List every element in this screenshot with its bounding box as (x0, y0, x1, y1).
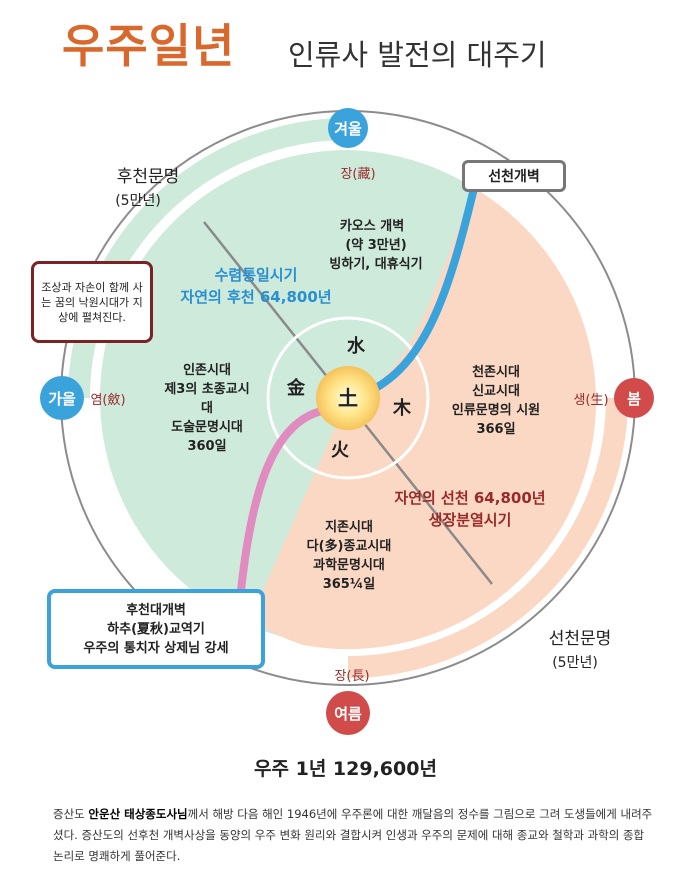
summer-badge (326, 691, 370, 735)
later-opening-callout: 후천대개벽 하추(夏秋)교역기 우주의 통치자 상제님 강세 (47, 589, 265, 669)
later-opening-line-2: 하추(夏秋)교역기 (107, 621, 205, 637)
phase-right: 생(生) (573, 393, 608, 408)
right-sector-line-2: 신교시대 (472, 384, 520, 399)
footer-desc-lead: 증산도 (53, 807, 89, 821)
later-heaven-sector (100, 150, 348, 637)
autumn-badge (40, 376, 84, 420)
winter-label: 겨울 (334, 120, 362, 138)
phase-left: 염(斂) (90, 392, 125, 408)
left-sector-line-1: 인존시대 (183, 362, 231, 378)
bottom-sector-line-4: 365¼일 (323, 577, 376, 592)
phase-bottom: 장(長) (334, 669, 369, 684)
cosmic-year-total: 우주 1년 129,600년 (254, 758, 437, 780)
later-opening-line-1: 후천대개벽 (126, 602, 186, 618)
bottom-sector-line-2: 다(多)종교시대 (307, 538, 392, 554)
chaos-line-3: 빙하기, 대휴식기 (329, 256, 422, 272)
element-wood: 木 (392, 397, 412, 419)
left-sector-line-2: 제3의 초종교시 (164, 381, 249, 397)
footer-description: 증산도 안운산 태상종도사님께서 해방 다음 해인 1946년에 우주론에 대한… (53, 804, 653, 867)
earlier-civ-years: (5만년) (552, 655, 598, 671)
inner-ring (266, 316, 430, 480)
footer-desc-name: 안운산 태상종도사님 (88, 807, 188, 821)
later-civ-years: (5만년) (115, 193, 161, 209)
left-sector-line-5: 360일 (187, 439, 226, 454)
later-heaven-line-2: 자연의 후천 64,800년 (180, 288, 331, 306)
bottom-sector-line-3: 과학문명시대 (313, 557, 385, 573)
winter-badge (328, 108, 368, 148)
right-sector-line-4: 366일 (476, 422, 515, 437)
left-sector-line-4: 도술문명시대 (171, 419, 243, 435)
pink-curve (236, 406, 330, 604)
element-metal: 金 (286, 377, 306, 399)
later-civ-title: 후천문명 (117, 167, 180, 187)
phase-top: 장(藏) (340, 167, 375, 182)
footer-desc-rest: 께서 해방 다음 해인 1946년에 우주론에 대한 깨달음의 정수를 그림으로… (53, 807, 653, 863)
earlier-heaven-band (347, 397, 628, 678)
element-water: 水 (347, 335, 366, 357)
early-opening-callout: 선천개벽 (462, 160, 566, 192)
autumn-label: 가을 (48, 390, 76, 408)
later-heaven-line-1: 수렴통일시기 (215, 266, 298, 284)
earlier-heaven-sector (250, 188, 597, 650)
element-fire: 火 (331, 440, 350, 461)
earlier-civ-title: 선천문명 (549, 629, 612, 649)
blue-curve (368, 176, 480, 394)
paradise-callout: 조상과 자손이 함께 사는 꿈의 낙원시대가 지상에 펼쳐진다. (31, 261, 153, 343)
right-sector-line-1: 천존시대 (472, 365, 520, 380)
spring-badge (614, 378, 654, 418)
earlier-heaven-line-2: 생장분열시기 (429, 511, 512, 529)
bottom-sector-line-1: 지존시대 (325, 520, 373, 535)
page-subtitle: 인류사 발전의 대주기 (288, 38, 547, 72)
page-title: 우주일년 (62, 19, 236, 73)
early-opening-text: 선천개벽 (488, 169, 540, 185)
chaos-line-1: 카오스 개벽 (340, 218, 404, 234)
later-opening-line-3: 우주의 통치자 상제님 강세 (83, 640, 229, 656)
left-sector-line-3: 대 (201, 401, 213, 416)
earlier-heaven-line-1: 자연의 선천 64,800년 (394, 489, 545, 507)
center-sun (316, 366, 380, 430)
right-sector-line-3: 인류문명의 시원 (452, 402, 540, 418)
top-green-wedge (348, 150, 474, 398)
paradise-callout-text: 조상과 자손이 함께 사는 꿈의 낙원시대가 지상에 펼쳐진다. (41, 280, 143, 324)
chaos-line-2: (약 3만년) (345, 237, 406, 253)
spring-label: 봄 (627, 390, 641, 408)
summer-label: 여름 (334, 705, 362, 723)
element-earth: 土 (338, 386, 358, 410)
